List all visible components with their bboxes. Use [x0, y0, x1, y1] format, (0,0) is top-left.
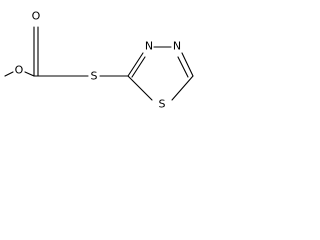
carbonyl-oxygen-label: O [32, 10, 41, 23]
ring-nitrogen-3-label: N [145, 40, 153, 53]
bond-ring-c5-s1 [171, 75, 194, 101]
bond-ring-c2-n3-double-a [127, 52, 144, 77]
bond-ring-s1-c2 [127, 75, 153, 101]
bond-ring-n4-c5-double-a [181, 52, 194, 77]
ring-sulfur-label: S [159, 98, 166, 111]
atom-labels: O O S N N S [15, 10, 181, 111]
bonds [4, 26, 194, 101]
bond-ring-c2-n3-double-b [131, 56, 146, 78]
bond-ring-n4-c5-double-b [177, 56, 189, 78]
bond-ester-oxygen-carbonyl [24, 71, 35, 77]
ester-oxygen-label: O [15, 64, 24, 77]
ring-nitrogen-4-label: N [173, 40, 181, 53]
bond-methyl-ester-oxygen [4, 71, 14, 77]
thioether-sulfur-label: S [91, 70, 98, 83]
structural-formula: O O S N N S [4, 10, 194, 111]
